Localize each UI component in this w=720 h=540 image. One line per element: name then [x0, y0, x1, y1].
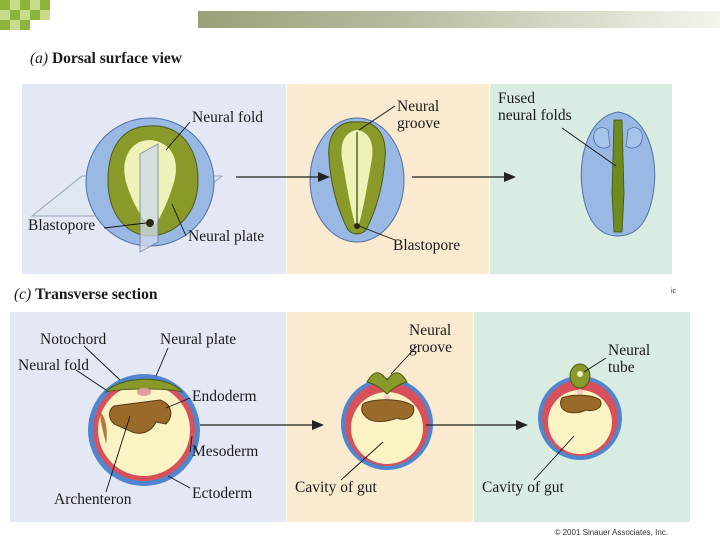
copyright-notice: © 2001 Sinauer Associates, Inc.: [554, 528, 668, 537]
label-neural-groove-c: Neural groove: [409, 322, 452, 356]
label-neural-groove-c-line1: Neural: [409, 322, 452, 339]
section-a-heading: (a) Dorsal surface view: [30, 50, 182, 68]
label-neural-plate: Neural plate: [188, 228, 265, 245]
section-c-tag: (c): [14, 286, 32, 303]
label-fused-line1: Fused: [498, 90, 536, 107]
panel-a1-neural-plate-stage: Neural fold Blastopore Neural plate: [22, 84, 286, 274]
label-neural-tube-line2: tube: [608, 359, 635, 376]
panel-a3-fused-folds-stage: Fused neural folds: [490, 84, 672, 274]
section-c2-illustration: [340, 345, 433, 481]
label-archenteron: Archenteron: [54, 491, 132, 508]
label-neural-plate-c: Neural plate: [160, 331, 237, 348]
section-c1-illustration: [75, 345, 200, 493]
embryo-a3-illustration: [561, 111, 656, 237]
label-neural-fold-c: Neural fold: [18, 357, 90, 374]
label-ectoderm: Ectoderm: [192, 485, 253, 502]
label-mesoderm: Mesoderm: [192, 443, 259, 460]
label-neural-groove-a-line2: groove: [397, 115, 441, 132]
embryo-a2-illustration: [309, 105, 405, 243]
label-fused-neural-folds: Fused neural folds: [498, 90, 572, 124]
section-c3-illustration: [533, 357, 622, 481]
label-endoderm: Endoderm: [192, 388, 257, 405]
section-a-title: Dorsal surface view: [51, 50, 182, 67]
label-neural-groove-a-line1: Neural: [397, 98, 440, 115]
label-blastopore: Blastopore: [28, 217, 96, 234]
label-neural-tube: Neural tube: [608, 342, 650, 376]
stray-mark: ic: [671, 288, 677, 295]
section-a-tag: (a): [30, 50, 49, 67]
section-c-title: Transverse section: [35, 286, 158, 303]
header-gradient-bar: [198, 11, 720, 28]
corner-decoration: [0, 0, 50, 30]
label-cavity-of-gut-right: Cavity of gut: [482, 479, 564, 496]
label-fused-line2: neural folds: [498, 107, 572, 124]
panel-c2-transverse-neural-groove: Neural groove Cavity of gut: [287, 312, 473, 522]
label-neural-fold: Neural fold: [192, 109, 264, 126]
panel-c3-transverse-neural-tube: Neural tube Cavity of gut: [474, 312, 690, 522]
panel-c1-transverse-neural-plate: Notochord Neural plate Neural fold Endod…: [10, 312, 286, 522]
panel-a2-neural-groove-stage: Neural groove Blastopore: [287, 84, 489, 274]
label-notochord: Notochord: [40, 331, 107, 348]
label-neural-groove-c-line2: groove: [409, 339, 453, 356]
label-cavity-of-gut-mid: Cavity of gut: [295, 479, 377, 496]
label-neural-groove-a: Neural groove: [397, 98, 440, 132]
section-c-heading: (c) Transverse section: [14, 286, 157, 304]
label-blastopore-mid: Blastopore: [393, 237, 461, 254]
embryo-a1-illustration: [30, 117, 224, 253]
label-neural-tube-line1: Neural: [608, 342, 651, 359]
